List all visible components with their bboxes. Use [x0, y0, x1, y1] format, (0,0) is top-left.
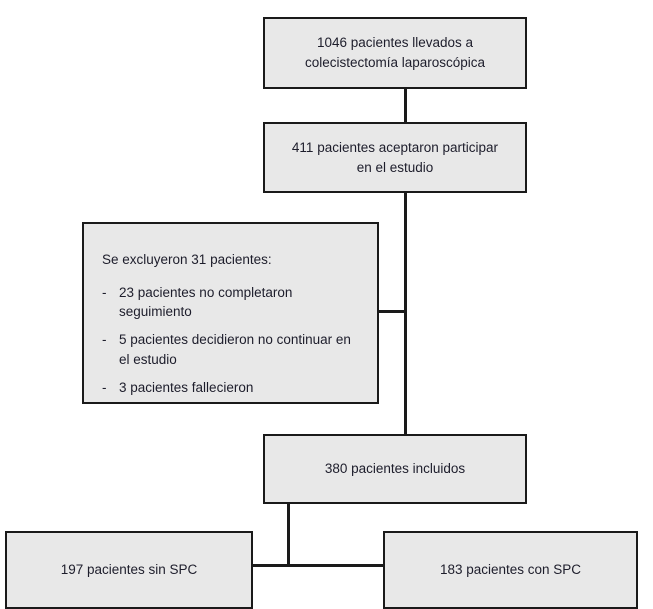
- connector-excluded-to-trunk: [379, 310, 406, 313]
- excluded-body: Se excluyeron 31 pacientes: - 23 pacient…: [84, 224, 377, 397]
- node-patients-without-spc: 197 pacientes sin SPC: [5, 531, 253, 609]
- bullet-dash-icon: -: [102, 285, 107, 301]
- bullet-dash-icon: -: [102, 379, 107, 395]
- node-screened-patients: 1046 pacientes llevados a colecistectomí…: [263, 17, 527, 89]
- connector-consented-to-included: [404, 193, 407, 434]
- connector-included-down: [287, 504, 290, 566]
- excluded-reason-text: 5 pacientes decidieron no continuar en e…: [119, 332, 351, 367]
- node-included-label: 380 pacientes incluidos: [324, 461, 466, 477]
- excluded-title: Se excluyeron 31 pacientes:: [102, 252, 272, 267]
- connector-bottom-split: [253, 564, 384, 567]
- node-included-patients: 380 pacientes incluidos: [263, 434, 527, 504]
- excluded-reason-list: - 23 pacientes no completaron seguimient…: [102, 283, 363, 397]
- connector-screened-to-consented: [404, 89, 407, 122]
- excluded-reason-text: 23 pacientes no completaron seguimiento: [119, 285, 293, 320]
- node-consented-label: 411 pacientes aceptaron participar en el…: [291, 139, 499, 175]
- node-spc-label: 183 pacientes con SPC: [439, 562, 582, 578]
- node-patients-with-spc: 183 pacientes con SPC: [383, 531, 638, 609]
- list-item: - 5 pacientes decidieron no continuar en…: [102, 330, 363, 368]
- bullet-dash-icon: -: [102, 332, 107, 348]
- node-screened-label: 1046 pacientes llevados a colecistectomí…: [304, 35, 486, 70]
- list-item: - 3 pacientes fallecieron: [102, 378, 363, 397]
- node-consented-patients: 411 pacientes aceptaron participar en el…: [263, 122, 527, 193]
- node-excluded-patients: Se excluyeron 31 pacientes: - 23 pacient…: [82, 222, 379, 404]
- node-no-spc-label: 197 pacientes sin SPC: [60, 562, 198, 578]
- list-item: - 23 pacientes no completaron seguimient…: [102, 283, 363, 321]
- excluded-reason-text: 3 pacientes fallecieron: [119, 379, 254, 395]
